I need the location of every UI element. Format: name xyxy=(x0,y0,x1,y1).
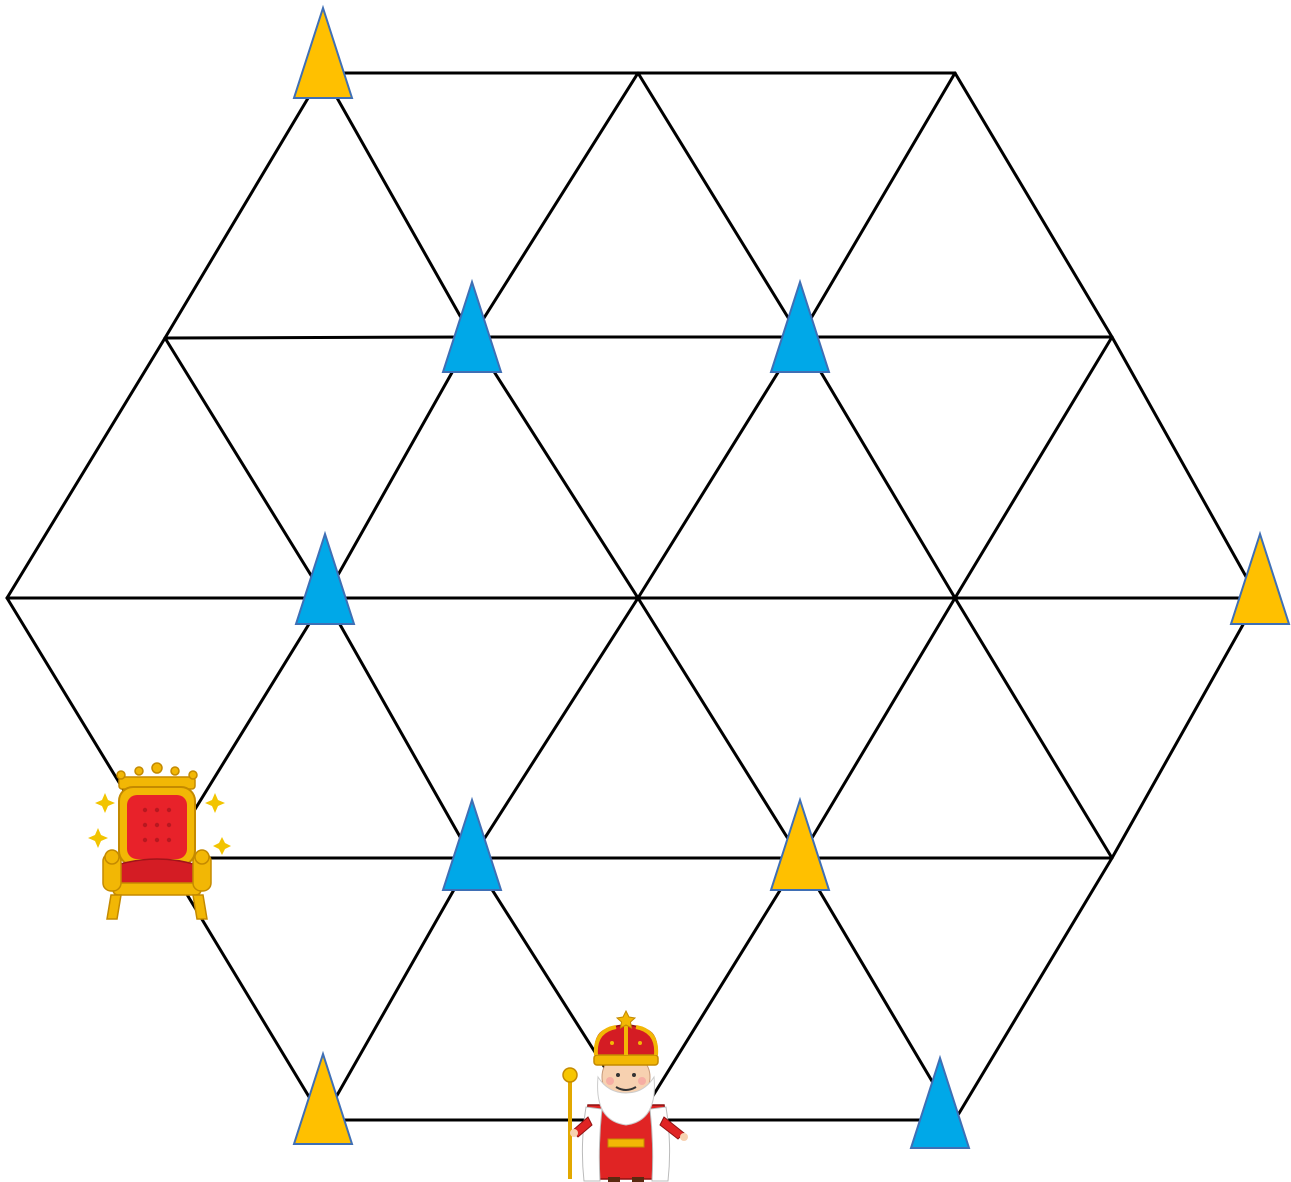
grid-edge xyxy=(955,858,1112,1120)
blue-triangle-marker[interactable] xyxy=(443,800,501,890)
grid-edge xyxy=(638,337,800,598)
king-icon[interactable] xyxy=(563,1011,688,1182)
grid-edge xyxy=(800,73,955,337)
grid-edge xyxy=(800,337,955,598)
blue-triangle-marker[interactable] xyxy=(443,282,501,372)
yellow-triangle-marker[interactable] xyxy=(1231,534,1289,624)
triangle-grid xyxy=(7,73,1258,1120)
grid-edge xyxy=(165,337,472,338)
yellow-triangle-marker[interactable] xyxy=(771,800,829,890)
grid-edge xyxy=(165,338,325,598)
grid-edge xyxy=(1112,598,1258,858)
blue-triangle-marker[interactable] xyxy=(771,282,829,372)
markers-layer xyxy=(294,8,1289,1148)
grid-edge xyxy=(7,338,165,598)
grid-edge xyxy=(325,598,472,858)
grid-edge xyxy=(955,598,1112,858)
grid-edge xyxy=(165,73,323,338)
yellow-triangle-marker[interactable] xyxy=(294,1054,352,1144)
yellow-triangle-marker[interactable] xyxy=(294,8,352,98)
blue-triangle-marker[interactable] xyxy=(911,1058,969,1148)
grid-edge xyxy=(800,598,955,858)
grid-edge xyxy=(472,598,638,858)
grid-edge xyxy=(325,337,472,598)
grid-edge xyxy=(1112,337,1258,598)
grid-edge xyxy=(955,73,1112,337)
blue-triangle-marker[interactable] xyxy=(296,534,354,624)
grid-edge xyxy=(638,858,800,1120)
grid-edge xyxy=(955,337,1112,598)
grid-edge xyxy=(638,598,800,858)
grid-edge xyxy=(165,858,323,1120)
grid-edge xyxy=(472,337,638,598)
grid-edge xyxy=(472,73,638,337)
grid-edge xyxy=(323,73,472,337)
grid-edge xyxy=(323,858,472,1120)
grid-edge xyxy=(638,73,800,337)
